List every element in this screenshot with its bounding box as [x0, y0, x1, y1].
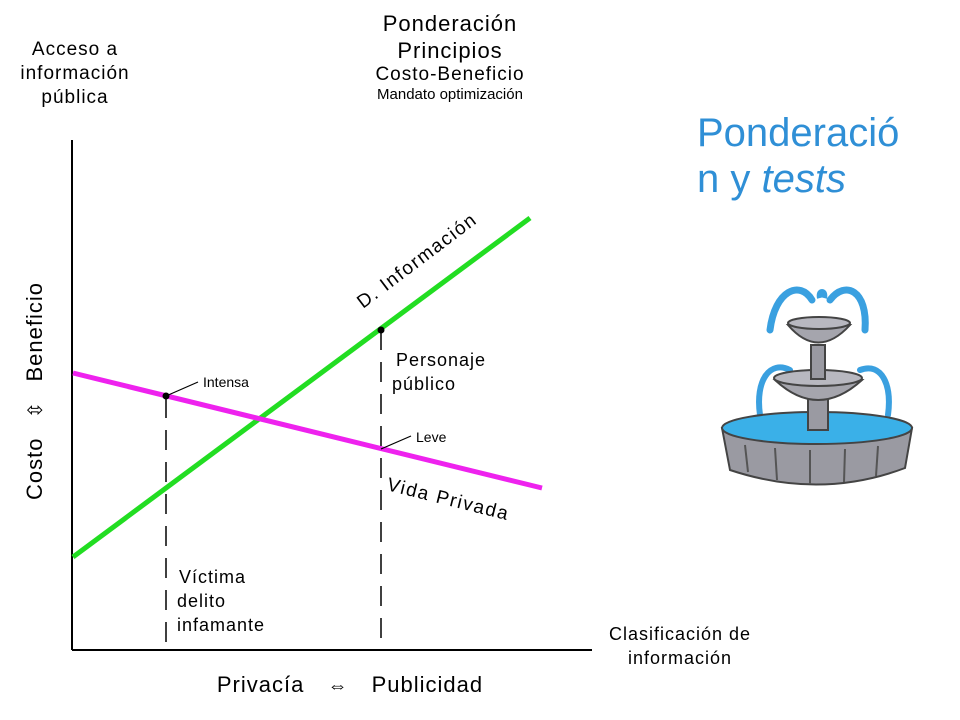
classification-line2: información — [627, 648, 733, 668]
victim-label-line3: infamante — [177, 615, 265, 635]
private-life-label: Vida Privada — [385, 474, 512, 525]
heading-line1: Ponderación — [382, 11, 518, 36]
victim-label-line1: Víctima — [179, 567, 246, 587]
access-label-line1: Acceso a — [31, 39, 119, 60]
victim-label-line2: delito — [177, 591, 226, 611]
slide-title: Ponderació n y tests — [697, 110, 899, 202]
public-figure-label-line1: Personaje — [396, 350, 486, 370]
leve-label: Leve — [416, 429, 447, 445]
access-public-info-label: Acceso a información pública — [0, 38, 150, 110]
public-figure-point — [377, 326, 385, 334]
classification-line1: Clasificación de — [608, 624, 752, 644]
fountain-icon — [720, 286, 914, 486]
information-right-line — [71, 215, 532, 560]
heading-line3: Costo-Beneficio — [375, 64, 525, 85]
slide-title-part1: Ponderació — [697, 111, 900, 155]
intensa-leader — [165, 381, 199, 397]
heading-line4: Mandato optimización — [377, 86, 523, 103]
slide-title-italic: tests — [761, 157, 846, 201]
x-axis-high: Publicidad — [371, 672, 484, 697]
intensa-label: Intensa — [203, 374, 249, 390]
heading-line2: Principios — [397, 38, 503, 63]
access-label-line3: pública — [41, 87, 109, 108]
leftright-arrow-icon: ⇔ — [327, 675, 349, 697]
x-axis-label: Privacía ⇔ Publicidad — [200, 672, 500, 698]
slide-title-part2: n y — [697, 157, 762, 201]
weighing-principles-heading: Ponderación Principios Costo-Beneficio M… — [340, 10, 560, 104]
leve-leader — [380, 435, 412, 450]
x-axis-low: Privacía — [216, 672, 305, 697]
private-life-line — [72, 370, 543, 491]
access-label-line2: información — [20, 63, 130, 84]
classification-caption: Clasificación de información — [595, 622, 765, 670]
public-figure-label-line2: público — [392, 374, 456, 394]
information-right-label: D. Información — [353, 209, 481, 313]
